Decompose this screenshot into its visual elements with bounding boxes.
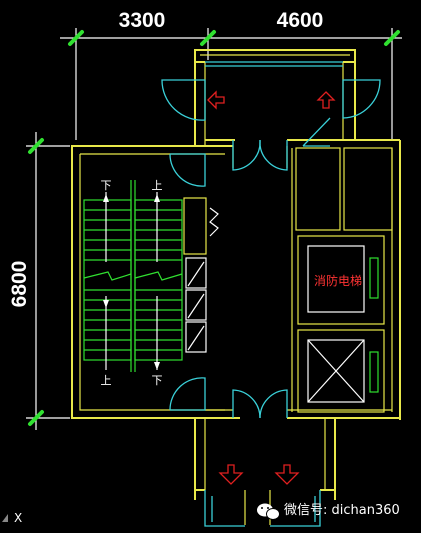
stair-label-up-bottom: 上	[101, 374, 112, 387]
shaft-units	[183, 197, 219, 353]
dimension-top-left: 3300	[119, 9, 166, 32]
fire-elevator-label: 消防电梯	[314, 273, 362, 288]
stair-label-down-top: 下	[101, 179, 112, 192]
fire-elevator	[307, 245, 379, 313]
dimension-left-vertical: 6800	[8, 261, 31, 308]
watermark-text: 微信号: dichan360	[284, 503, 400, 518]
walls	[71, 49, 401, 525]
dimension-lines	[26, 28, 402, 430]
staircase	[83, 180, 183, 372]
dimension-ticks	[28, 30, 400, 426]
dimension-top-right: 4600	[277, 9, 324, 32]
stair-label-down-bottom: 下	[152, 374, 163, 387]
corner-arrow-icon	[2, 514, 8, 522]
exit-arrows	[207, 90, 336, 485]
corner-mark: X	[14, 511, 22, 525]
doors	[161, 61, 381, 527]
stair-label-up-top: 上	[152, 179, 163, 192]
passenger-elevator	[307, 339, 379, 403]
wechat-icon	[257, 503, 280, 520]
